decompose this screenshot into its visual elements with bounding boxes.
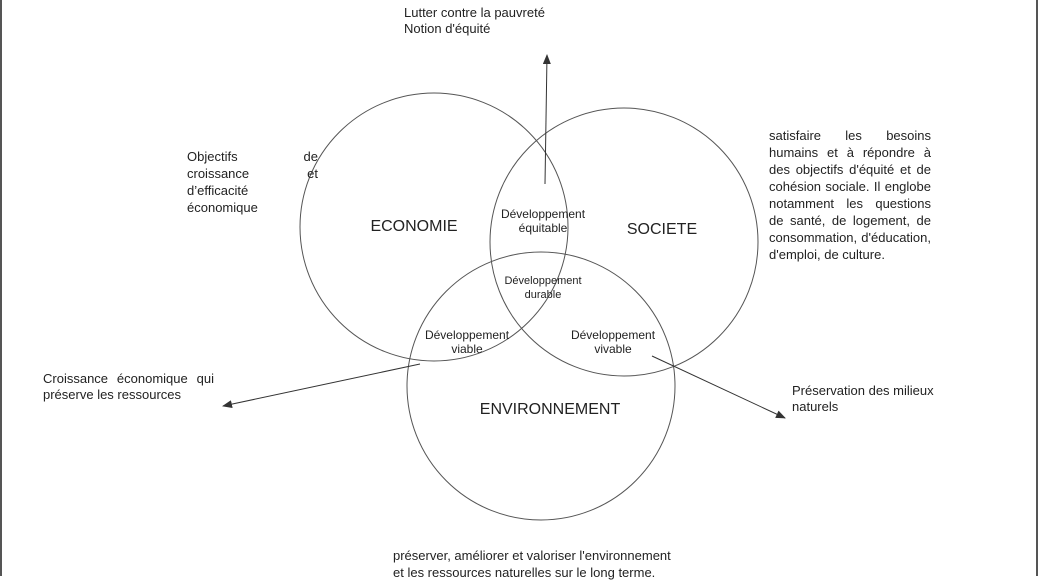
arrow-vivable-right: [651, 355, 786, 419]
top-annotation-line2: Notion d'équité: [404, 21, 491, 36]
environnement-description-line2: et les ressources naturelles sur le long…: [393, 565, 656, 580]
arrow-viable-left: [222, 363, 421, 409]
top-annotation: Lutter contre la pauvreté Notion d'équit…: [404, 5, 545, 37]
environnement-description-line1: préserver, améliorer et valoriser l'envi…: [393, 548, 671, 563]
label-equitable-line1: Développement: [500, 207, 586, 221]
label-viable: Développement viable: [425, 328, 509, 356]
label-durable-line2: durable: [524, 289, 562, 301]
arrow-equitable-up: [542, 54, 551, 185]
label-vivable-line2: vivable: [594, 342, 632, 356]
label-environnement: ENVIRONNEMENT: [479, 401, 621, 418]
label-viable-line1: Développement: [424, 328, 510, 342]
label-economie: ECONOMIE: [370, 218, 458, 235]
label-equitable-line2: équitable: [518, 221, 568, 235]
economie-description: Objectifs de croissance et d’efficacité …: [187, 149, 318, 215]
label-vivable: Développement vivable: [571, 328, 655, 356]
label-equitable: Développement équitable: [501, 207, 585, 235]
label-societe: SOCIETE: [626, 221, 698, 238]
label-vivable-line1: Développement: [570, 328, 656, 342]
frame-left-border: [0, 0, 2, 576]
label-durable: Développement durable: [504, 274, 581, 302]
top-annotation-line1: Lutter contre la pauvreté: [404, 5, 545, 20]
label-viable-line2: viable: [451, 342, 483, 356]
frame-right-border: [1036, 0, 1038, 576]
circle-environnement: [406, 251, 676, 521]
viable-description: Croissance économique qui préserve les r…: [43, 371, 214, 402]
circle-economie: [299, 92, 569, 362]
circle-societe: [489, 107, 759, 377]
label-durable-line1: Développement: [504, 275, 582, 287]
vivable-description: Préservation des milieux naturels: [792, 383, 934, 414]
societe-description: satisfaire les besoins humains et à répo…: [769, 128, 931, 262]
